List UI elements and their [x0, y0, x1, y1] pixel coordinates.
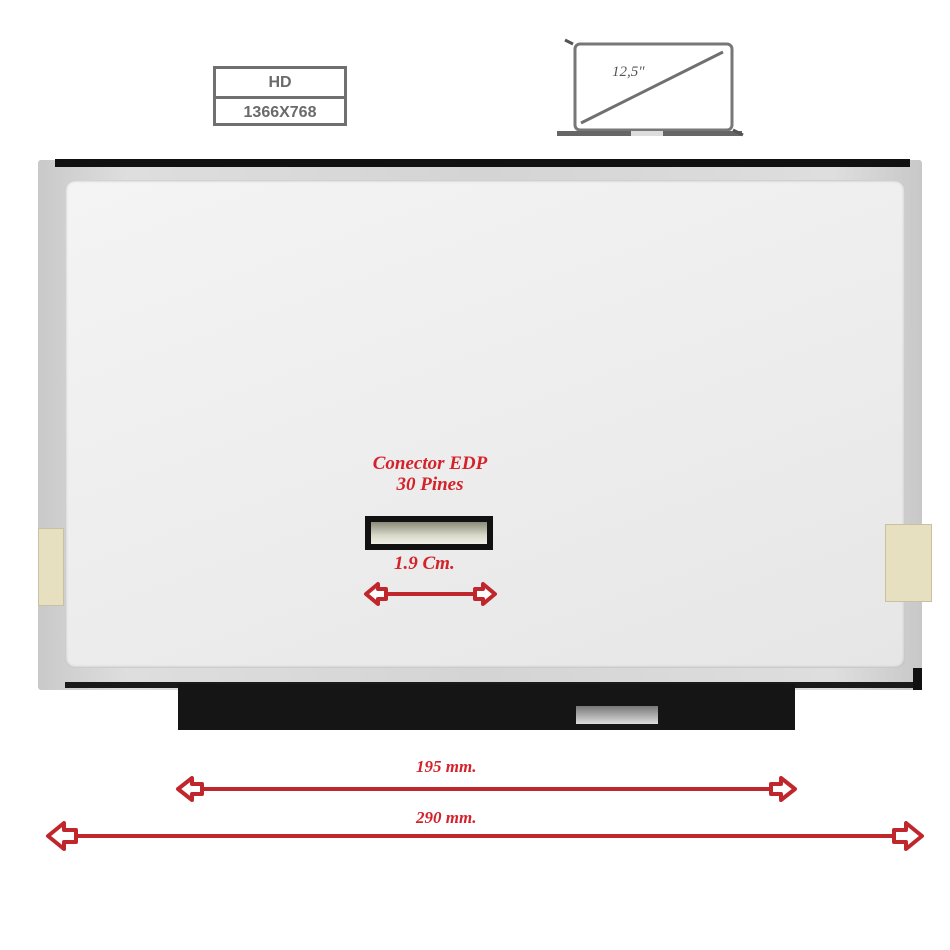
driver-board-strip [178, 684, 795, 730]
screen-size-label: 12,5" [612, 64, 645, 80]
connector-type: Conector EDP [372, 453, 488, 474]
total-width-arrow [46, 821, 924, 851]
resolution-badge: HD 1366X768 [213, 66, 347, 126]
right-tape [885, 524, 932, 602]
total-width-label: 290 mm. [416, 808, 477, 827]
connector-label: Conector EDP 30 Pines [340, 453, 520, 495]
strip-width-arrow [176, 776, 797, 802]
resolution-pixels: 1366X768 [216, 96, 344, 126]
left-tape [38, 528, 64, 606]
strip-width-label: 195 mm. [416, 757, 477, 776]
laptop-size-icon [557, 38, 744, 137]
connector-pins: 30 Pines [396, 474, 464, 495]
connector-socket [576, 706, 658, 724]
resolution-class: HD [268, 73, 292, 91]
connector-photo [365, 516, 493, 550]
connector-width-arrow [364, 582, 497, 606]
connector-width-label: 1.9 Cm. [394, 553, 455, 574]
panel-corner-edge [913, 668, 922, 690]
panel-top-edge [55, 159, 910, 167]
